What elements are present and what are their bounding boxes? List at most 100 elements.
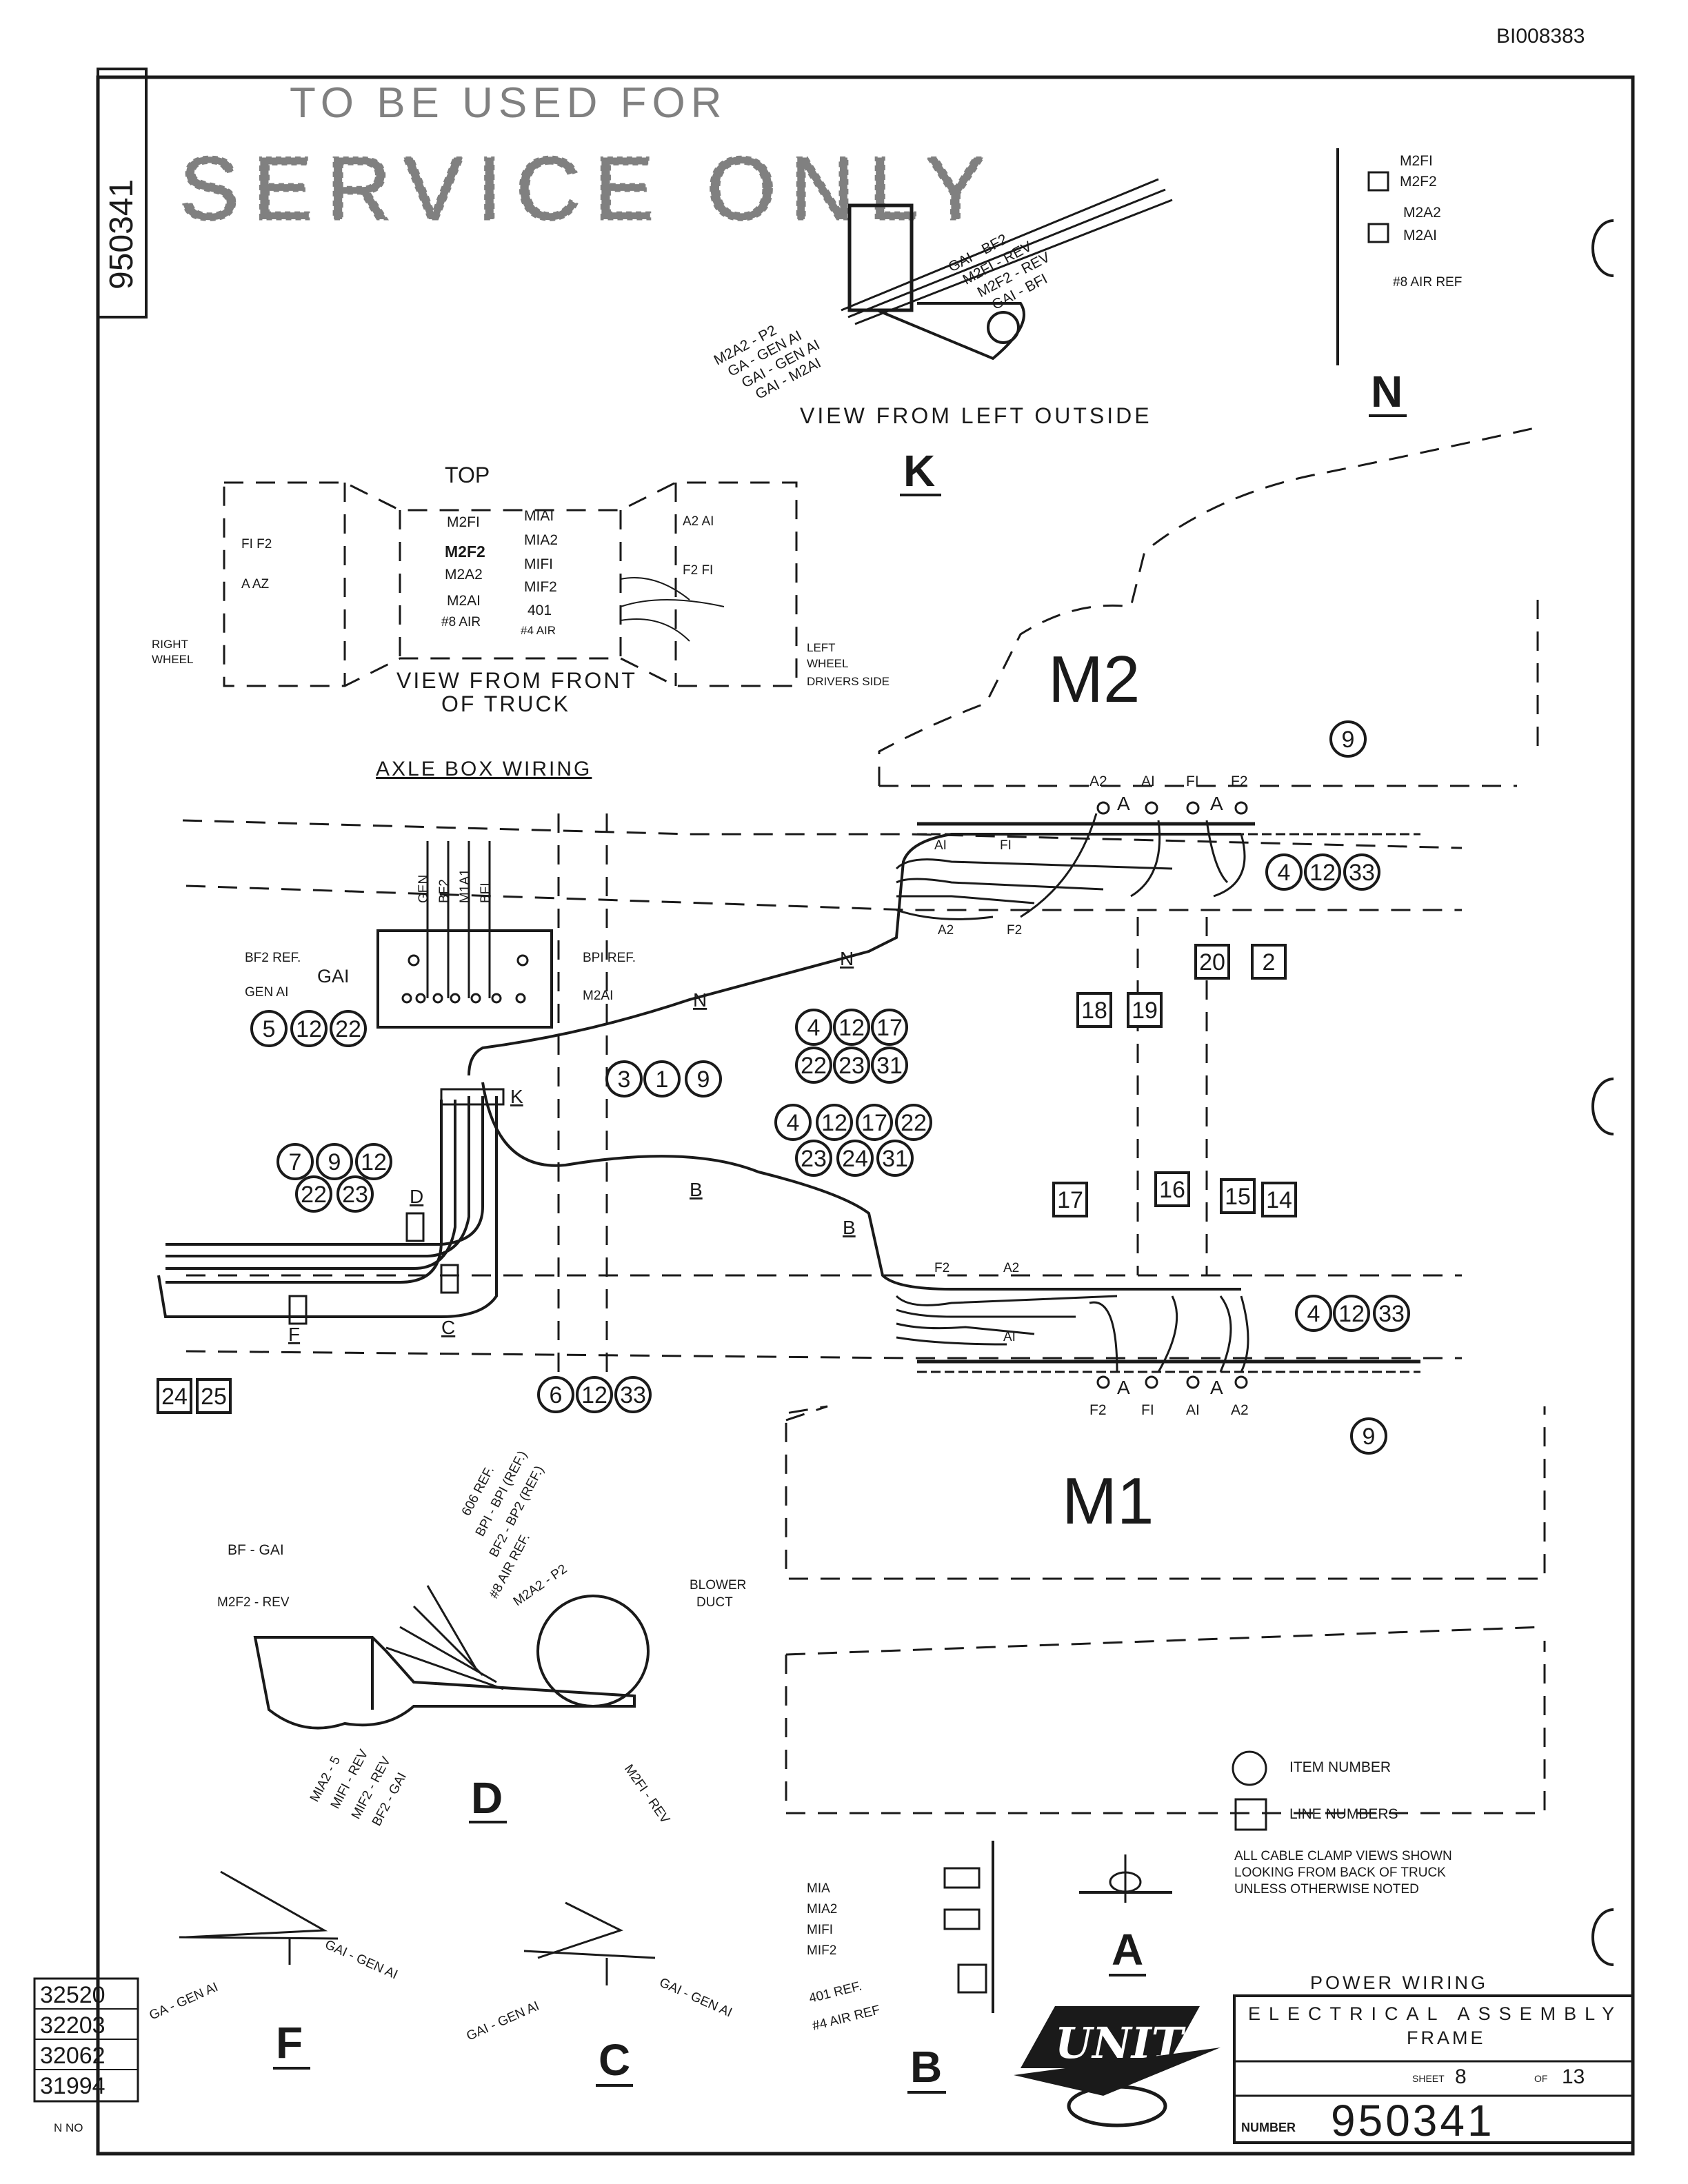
m2-clamp-a-1: A bbox=[1117, 793, 1130, 814]
sheet-number: 8 bbox=[1455, 2065, 1467, 2088]
view-f-letter: F bbox=[276, 2018, 303, 2067]
view-k-cables bbox=[841, 178, 1173, 325]
line-number-box bbox=[1076, 992, 1112, 1028]
m1-rail-1: F2 bbox=[934, 1261, 950, 1275]
front-center-right-1: MIAI bbox=[524, 508, 554, 524]
item-number-circle bbox=[576, 1376, 613, 1413]
item-number-text: 9 bbox=[1363, 1424, 1376, 1450]
line-number-text: 18 bbox=[1081, 998, 1107, 1024]
item-number-circle bbox=[316, 1143, 353, 1180]
line-number-text: 15 bbox=[1225, 1184, 1251, 1210]
line-number-text: 20 bbox=[1199, 949, 1225, 975]
view-b-label-6: #4 AIR REF bbox=[811, 2003, 881, 2034]
item-number-text: 12 bbox=[1338, 1301, 1365, 1327]
frame-centerlines bbox=[182, 813, 1463, 1372]
clamp-letter-c: C bbox=[441, 1317, 455, 1338]
clamp-letter-b-2: B bbox=[843, 1217, 856, 1238]
item-number-circle bbox=[336, 1175, 374, 1213]
item-number-circle bbox=[1265, 853, 1303, 891]
view-b: MIA MIA2 MIFI MIF2 401 REF. #4 AIR REF B bbox=[807, 1841, 994, 2094]
m2-top-3: FI bbox=[1186, 774, 1199, 789]
item-number-circle bbox=[871, 1009, 908, 1046]
item-number-text: 7 bbox=[289, 1149, 302, 1175]
item-number-4: 4 bbox=[1265, 853, 1303, 891]
item-number-circle bbox=[295, 1175, 332, 1213]
front-left-label-1: FI F2 bbox=[241, 537, 272, 552]
item-number-text: 5 bbox=[263, 1016, 276, 1042]
item-number-circle bbox=[876, 1140, 914, 1177]
item-number-circle bbox=[836, 1140, 874, 1177]
m2-terminal-rail: A2 AI FI F2 A A AI FI A2 F2 bbox=[917, 774, 1420, 938]
line-number-box bbox=[1251, 944, 1287, 980]
item-number-17: 17 bbox=[871, 1009, 908, 1046]
m1-bottom-3: AI bbox=[1186, 1402, 1200, 1418]
item-number-circle bbox=[895, 1104, 932, 1141]
m2-rail-3: A2 bbox=[938, 923, 954, 938]
item-number-9: 9 bbox=[1329, 720, 1367, 758]
item-number-circle bbox=[871, 1046, 908, 1084]
left-wheel-3: DRIVERS SIDE bbox=[807, 675, 890, 688]
front-center-right-6: #4 AIR bbox=[521, 624, 556, 637]
item-number-23: 23 bbox=[833, 1046, 870, 1084]
revision-4: 31994 bbox=[40, 2073, 106, 2099]
line-number-25: 25 bbox=[196, 1378, 232, 1414]
view-d-letter: D bbox=[471, 1773, 503, 1823]
front-view-outline bbox=[223, 481, 798, 687]
doc-id: BI008383 bbox=[1496, 25, 1585, 48]
item-number-text: 17 bbox=[861, 1110, 887, 1136]
item-number-circle bbox=[605, 1060, 643, 1098]
view-n: M2FI M2F2 M2A2 M2AI #8 AIR REF N bbox=[1336, 148, 1462, 417]
unitrig-logo: UNITRIG bbox=[1014, 2006, 1275, 2127]
revision-3: 32062 bbox=[40, 2043, 106, 2069]
m2-rail-2: FI bbox=[1000, 838, 1012, 853]
clamp-letter-n-2: N bbox=[693, 989, 707, 1011]
front-center-right-2: MIA2 bbox=[524, 532, 558, 548]
title-line-2: FRAME bbox=[1407, 2028, 1486, 2048]
line-number-text: 19 bbox=[1132, 998, 1158, 1024]
axle-box-body bbox=[376, 929, 553, 1029]
line-number-box bbox=[1154, 1171, 1190, 1207]
item-number-12: 12 bbox=[833, 1009, 870, 1046]
item-number-circle bbox=[816, 1104, 853, 1141]
item-number-text: 1 bbox=[656, 1066, 669, 1093]
item-number-text: 4 bbox=[1278, 860, 1291, 886]
front-right-label-2: F2 FI bbox=[683, 563, 713, 578]
axle-box-title: AXLE BOX WIRING bbox=[376, 758, 592, 780]
item-number-circle bbox=[1343, 853, 1380, 891]
item-number-17: 17 bbox=[856, 1104, 893, 1141]
left-wheel-2: WHEEL bbox=[807, 657, 848, 670]
item-number-circle bbox=[856, 1104, 893, 1141]
stamp-line2: SERVICE ONLY bbox=[179, 138, 999, 239]
axle-box-label: GAI bbox=[317, 966, 350, 987]
m1-bottom-4: A2 bbox=[1231, 1402, 1249, 1418]
item-number-text: 12 bbox=[838, 1015, 865, 1041]
item-number-circle bbox=[1333, 1295, 1370, 1332]
item-number-text: 33 bbox=[1378, 1301, 1405, 1327]
item-number-text: 9 bbox=[1342, 727, 1355, 753]
view-k-clamp bbox=[876, 302, 1025, 361]
item-number-circle bbox=[833, 1009, 870, 1046]
item-number-circle bbox=[355, 1143, 392, 1180]
item-number-text: 12 bbox=[1309, 860, 1336, 886]
m1-clamp-a-2: A bbox=[1210, 1377, 1223, 1398]
item-number-circle bbox=[795, 1009, 832, 1046]
clamp-letter-b-1: B bbox=[690, 1179, 703, 1200]
view-b-label-4: MIF2 bbox=[807, 1943, 836, 1958]
clamp-letter-n-1: N bbox=[840, 948, 854, 969]
drawing-border bbox=[96, 75, 1635, 2156]
m2-top-2: AI bbox=[1141, 774, 1155, 789]
item-number-12: 12 bbox=[576, 1376, 613, 1413]
view-b-label-5: 401 REF. bbox=[807, 1979, 863, 2006]
view-a-letter: A bbox=[1112, 1925, 1143, 1974]
item-number-22: 22 bbox=[895, 1104, 932, 1141]
view-d-label-2: M2F2 - REV bbox=[217, 1595, 290, 1610]
view-k-hole bbox=[987, 311, 1020, 344]
item-number-text: 22 bbox=[301, 1182, 327, 1208]
item-number-6: 6 bbox=[537, 1376, 574, 1413]
front-center-left-2: M2F2 bbox=[445, 543, 485, 560]
m2-top-4: F2 bbox=[1231, 774, 1248, 789]
item-number-circle bbox=[1295, 1295, 1332, 1332]
line-number-15: 15 bbox=[1220, 1178, 1256, 1214]
item-number-7: 7 bbox=[277, 1143, 314, 1180]
